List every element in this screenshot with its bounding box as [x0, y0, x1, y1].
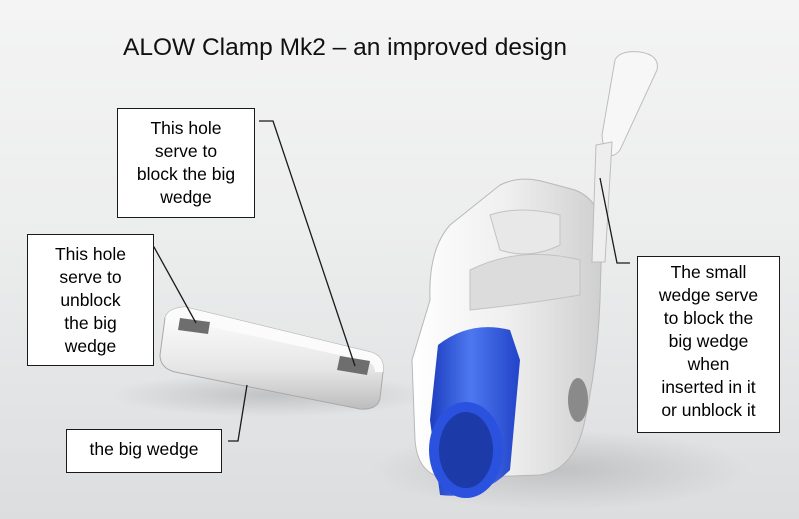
diagram-title: ALOW Clamp Mk2 – an improved design	[123, 34, 567, 61]
callout-line: This hole	[54, 244, 126, 264]
callout-line: the big	[64, 313, 117, 333]
leader-small-wedge	[599, 177, 630, 264]
callout-line: unblock	[60, 290, 121, 310]
small-wedge-part	[591, 51, 658, 263]
big-wedge-part	[159, 306, 384, 410]
callout-line: to block the	[663, 308, 754, 328]
callout-big-wedge: the big wedge	[66, 429, 222, 473]
clamp-body	[411, 178, 603, 498]
callout-line: The small	[670, 262, 747, 282]
callout-line: block the big	[136, 164, 236, 184]
callout-line: wedge serve	[658, 285, 759, 305]
callout-line: inserted in it	[661, 377, 756, 397]
callout-line: wedge	[64, 336, 117, 356]
callout-line: big wedge	[668, 331, 749, 351]
callout-hole-block: This hole serve to block the big wedge	[117, 108, 255, 218]
callout-line: wedge	[160, 187, 212, 207]
leader-hole-block	[259, 120, 356, 367]
callout-line: This hole	[150, 118, 222, 138]
leader-big-wedge	[228, 384, 248, 442]
callout-small-wedge: The small wedge serve to block the big w…	[637, 256, 780, 433]
block-hole	[337, 356, 370, 375]
callout-line: when	[687, 354, 730, 374]
callout-line: the big wedge	[89, 439, 199, 459]
callout-line: serve to	[59, 267, 122, 287]
unblock-hole	[178, 318, 210, 334]
callout-line: serve to	[154, 141, 218, 161]
callout-hole-unblock: This hole serve to unblock the big wedge	[27, 234, 154, 366]
callout-line: or unblock it	[661, 400, 756, 420]
